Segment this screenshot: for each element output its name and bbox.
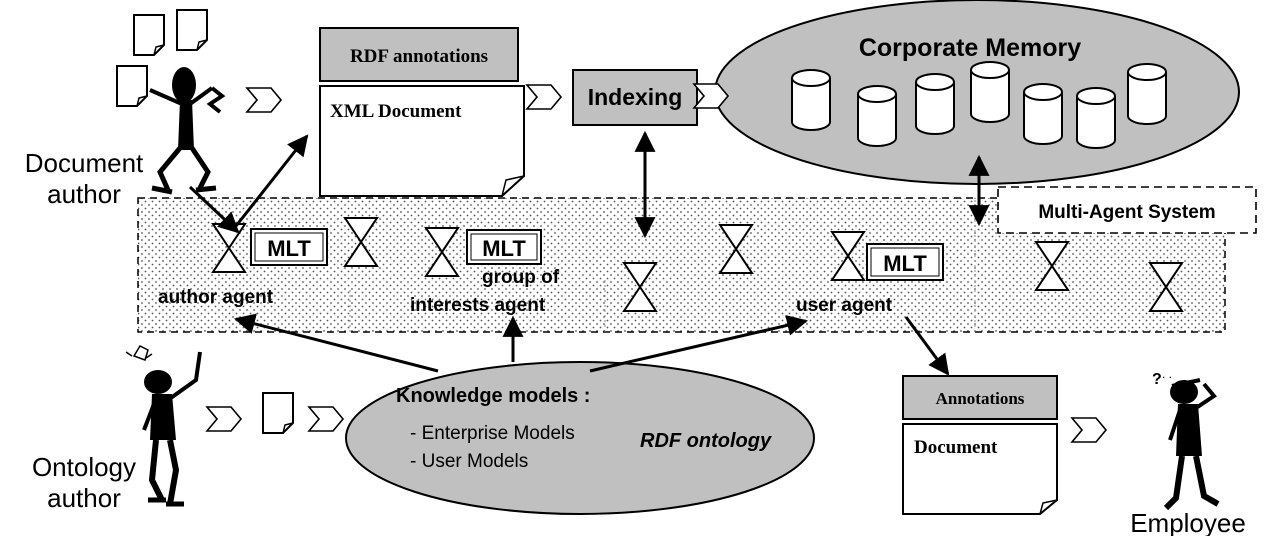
mlt-box: MLT (866, 243, 944, 281)
svg-text:. .: . . (1162, 367, 1172, 381)
knowledge-models-item-enterprise: - Enterprise Models (410, 423, 575, 444)
output-document-box: Document (902, 423, 1058, 515)
employee-figure: ? . . (1152, 367, 1220, 511)
rdf-annotations-box: RDF annotations (319, 27, 519, 82)
svg-text:?: ? (1152, 371, 1162, 388)
flow-arrow-icon (206, 406, 242, 432)
database-icon (1127, 63, 1167, 125)
xml-document-label: XML Document (330, 101, 462, 122)
database-icon (970, 61, 1010, 123)
group-agent-label-line2: interests agent (410, 295, 546, 316)
ontology-author-label-line1: Ontology (32, 452, 136, 482)
mlt-box: MLT (466, 229, 542, 265)
output-annotations-label: Annotations (936, 389, 1025, 408)
document-icon (116, 65, 148, 107)
author-agent-label: author agent (158, 287, 274, 308)
knowledge-models-item-user: - User Models (410, 451, 528, 472)
flow-arrow-icon (1071, 417, 1107, 443)
flow-arrow-icon (246, 87, 282, 113)
document-author-figure (149, 67, 226, 195)
flow-arrow-icon (526, 84, 562, 110)
corporate-memory: Corporate Memory (714, 0, 1240, 185)
user-agent-label: user agent (796, 295, 893, 316)
database-icon (791, 69, 831, 131)
mlt-box: MLT (250, 228, 328, 266)
mlt-label: MLT (883, 251, 927, 276)
connector-arrows (188, 130, 990, 376)
mlt-label: MLT (267, 236, 311, 261)
corporate-memory-title: Corporate Memory (859, 34, 1081, 62)
flow-arrow-icon (308, 406, 344, 432)
output-annotations-box: Annotations (902, 375, 1058, 420)
database-icon (1076, 87, 1116, 149)
mas-label: Multi-Agent System (1038, 202, 1215, 223)
knowledge-models-title: Knowledge models : (396, 385, 590, 407)
document-icon (133, 14, 165, 56)
ontology-author-figure (125, 345, 202, 507)
mas-label-box: Multi-Agent System (997, 186, 1257, 234)
database-icon (915, 73, 955, 135)
document-author-label-line1: Document (25, 148, 144, 178)
document-icon (262, 392, 294, 434)
indexing-label: Indexing (588, 84, 683, 110)
knowledge-models: Knowledge models : - Enterprise Models -… (345, 361, 815, 515)
document-author-label-line2: author (47, 179, 121, 209)
group-agent-label-line1: group of (482, 267, 560, 288)
database-icon (857, 85, 897, 147)
rdf-annotations-label: RDF annotations (350, 46, 488, 67)
mlt-label: MLT (482, 236, 526, 261)
document-icon (176, 9, 208, 51)
xml-document-box: XML Document (319, 85, 525, 197)
output-document-label: Document (914, 437, 998, 458)
indexing-box: Indexing (572, 69, 698, 126)
ontology-author-label-line2: author (47, 483, 121, 513)
employee-label: Employee (1130, 508, 1246, 536)
database-icon (1023, 83, 1063, 145)
rdf-ontology-label: RDF ontology (640, 430, 772, 452)
